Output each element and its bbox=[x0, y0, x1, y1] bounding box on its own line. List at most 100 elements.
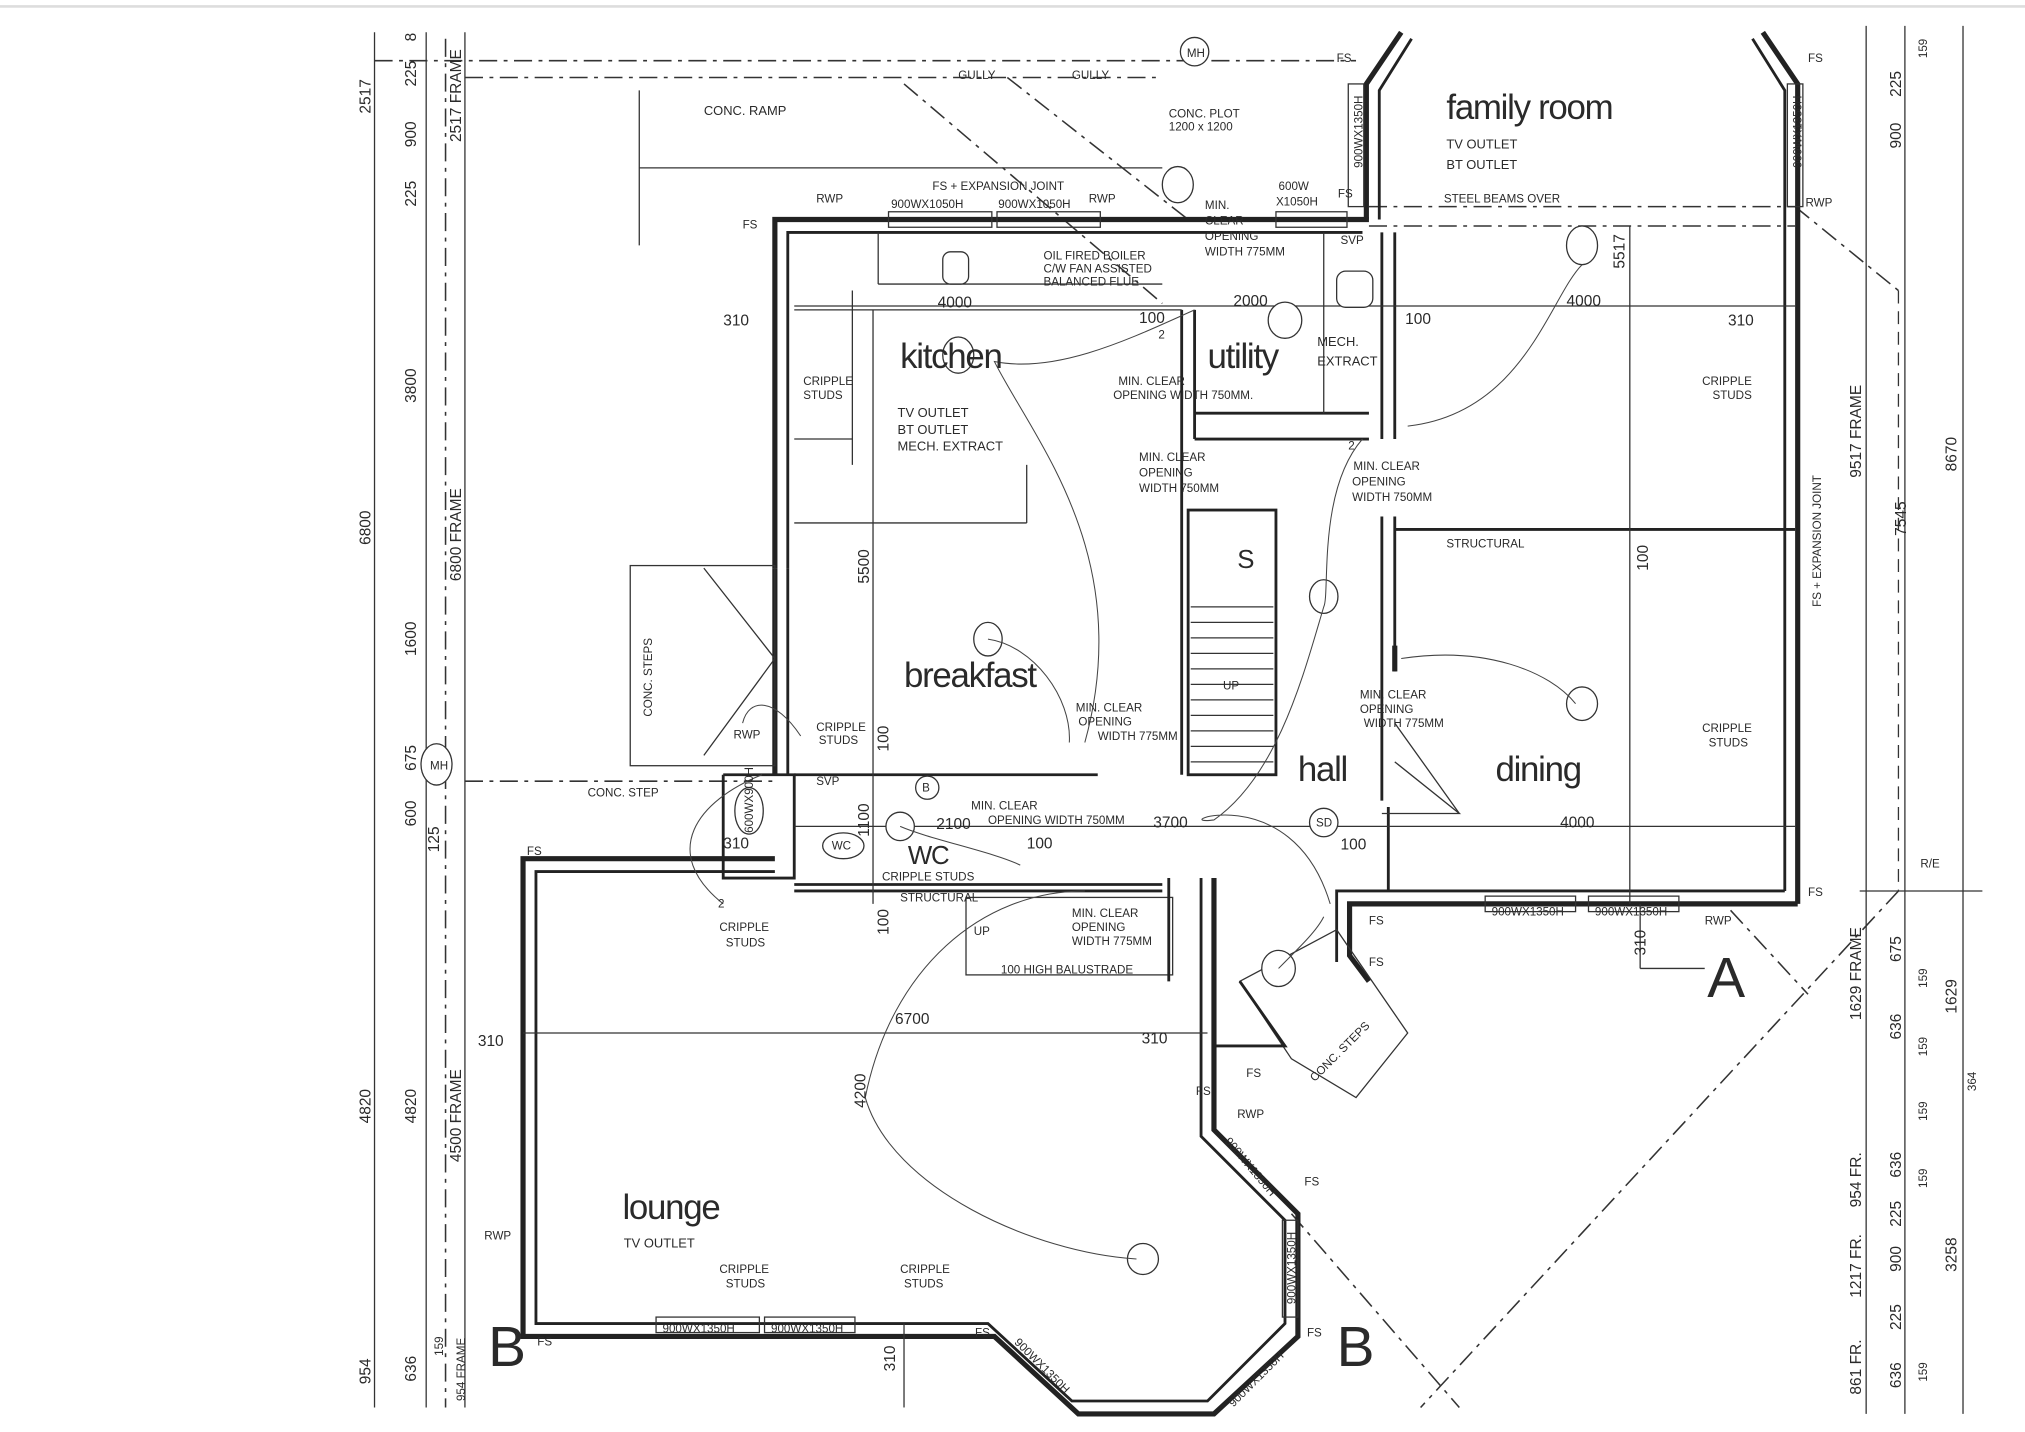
note-tv-outlet: TV OUTLET bbox=[898, 405, 969, 420]
dimension-label: 225 bbox=[1888, 1304, 1905, 1330]
plan-dimensions: 4000 2000 100 100 4000 310 310 5517 100 … bbox=[478, 234, 1754, 1371]
note-fs: FS bbox=[1304, 1175, 1319, 1188]
window-label: 600W bbox=[1279, 180, 1309, 193]
note-wc-pan: WC bbox=[832, 840, 851, 853]
dimension-label: 4000 bbox=[938, 294, 972, 311]
light-icon bbox=[1565, 686, 1599, 722]
room-label-wc: WC bbox=[908, 842, 949, 870]
note-min-clear: OPENING bbox=[1139, 466, 1193, 479]
dimension-label: 900 bbox=[1888, 1246, 1905, 1272]
note-min-clear: MIN. CLEAR bbox=[1139, 451, 1205, 464]
room-label-breakfast: breakfast bbox=[904, 656, 1037, 695]
note-fs: FS bbox=[537, 1335, 552, 1348]
switch-count: 2 bbox=[1348, 439, 1354, 452]
dimension-label: 100 bbox=[876, 909, 893, 935]
dimension-label: 636 bbox=[1888, 1152, 1905, 1178]
note-bt-outlet: BT OUTLET bbox=[898, 422, 969, 437]
window-label: X1050H bbox=[1276, 195, 1318, 208]
note-rwp: RWP bbox=[484, 1230, 511, 1243]
note-cripple-studs: STUDS bbox=[819, 734, 859, 747]
note-fs: FS bbox=[1246, 1067, 1261, 1080]
room-label-utility: utility bbox=[1208, 337, 1280, 376]
note-min-clear: CLEAR bbox=[1205, 215, 1244, 228]
section-marker-b: B bbox=[488, 1316, 526, 1379]
dimension-label: 2517 bbox=[358, 79, 375, 113]
sink-icon bbox=[1336, 270, 1374, 308]
note-svp: SVP bbox=[816, 775, 839, 788]
note-min-clear: OPENING bbox=[1072, 921, 1126, 934]
dimension-label: 225 bbox=[1888, 1201, 1905, 1227]
window-label: 900WX1050H bbox=[891, 198, 963, 211]
section-marker-a: A bbox=[1707, 947, 1745, 1010]
note-structural: STRUCTURAL bbox=[1446, 537, 1525, 550]
dimension-label: 675 bbox=[403, 745, 420, 771]
note-svp: SVP bbox=[1341, 234, 1364, 247]
note-conc-plot: CONC. PLOT bbox=[1169, 108, 1240, 121]
dimension-label: 310 bbox=[882, 1345, 899, 1371]
note-min-clear: MIN. CLEAR bbox=[1072, 907, 1138, 920]
note-min-clear: OPENING bbox=[1205, 230, 1259, 243]
note-re: R/E bbox=[1920, 858, 1940, 871]
dimension-label: 6800 FRAME bbox=[448, 488, 465, 581]
dimension-label: 100 bbox=[1405, 311, 1431, 328]
dimension-label: 225 bbox=[403, 61, 420, 87]
note-fs: FS bbox=[975, 1326, 990, 1339]
dimension-label: 159 bbox=[1917, 1101, 1930, 1120]
dimension-label: 4500 FRAME bbox=[448, 1069, 465, 1162]
dimension-label: 1629 bbox=[1944, 979, 1961, 1013]
note-gully: GULLY bbox=[1072, 69, 1109, 82]
note-cripple-studs: CRIPPLE bbox=[1702, 375, 1752, 388]
room-label-lounge: lounge bbox=[622, 1188, 719, 1227]
dimension-label: 2100 bbox=[936, 816, 970, 833]
note-min-clear: WIDTH 775MM bbox=[1364, 717, 1444, 730]
dimension-label: 159 bbox=[1917, 968, 1930, 987]
manhole-icon bbox=[1179, 36, 1210, 67]
dimension-label: 310 bbox=[478, 1033, 504, 1050]
manhole-icon bbox=[420, 743, 453, 786]
note-min-clear: MIN. CLEAR bbox=[1353, 460, 1419, 473]
note-cripple-studs: CRIPPLE bbox=[719, 921, 769, 934]
note-rwp: RWP bbox=[734, 729, 761, 742]
note-conc-plot-size: 1200 x 1200 bbox=[1169, 120, 1233, 133]
dimension-label: 8670 bbox=[1944, 437, 1961, 471]
light-icon bbox=[1267, 301, 1303, 339]
note-extract: EXTRACT bbox=[1317, 353, 1377, 368]
room-label-family-room: family room bbox=[1446, 88, 1612, 127]
note-mech-extract: MECH. EXTRACT bbox=[898, 439, 1004, 454]
dimension-label: 8 bbox=[403, 33, 420, 42]
dimension-label: 4820 bbox=[403, 1089, 420, 1123]
boiler-symbol-icon bbox=[914, 775, 940, 800]
dimension-label: 1629 FRAME bbox=[1848, 927, 1865, 1020]
note-gully: GULLY bbox=[958, 69, 995, 82]
note-mh: MH bbox=[430, 760, 448, 773]
boundary-lines bbox=[373, 25, 1983, 1414]
note-min-clear: OPENING WIDTH 750MM. bbox=[1113, 389, 1253, 402]
note-fs: FS bbox=[1196, 1085, 1211, 1098]
room-label-kitchen: kitchen bbox=[900, 337, 1001, 376]
note-fs: FS bbox=[1307, 1326, 1322, 1339]
dimension-label: 4000 bbox=[1560, 815, 1594, 832]
dimension-label: 954 bbox=[358, 1358, 375, 1384]
note-cripple-studs: STUDS bbox=[726, 1277, 766, 1290]
window-label: 900WX1350H bbox=[1352, 96, 1365, 168]
light-icon bbox=[734, 787, 764, 835]
dimension-label: 159 bbox=[1917, 1169, 1930, 1188]
note-mh: MH bbox=[1187, 47, 1205, 60]
dimension-label: 2000 bbox=[1233, 293, 1267, 310]
dimension-label: 5500 bbox=[856, 549, 873, 583]
dimension-label: 310 bbox=[723, 312, 749, 329]
note-rwp: RWP bbox=[1237, 1108, 1264, 1121]
note-up: UP bbox=[1223, 680, 1239, 693]
light-icon bbox=[1126, 1242, 1160, 1276]
window-label: 900WX1350H bbox=[1492, 905, 1564, 918]
dimension-label: 100 bbox=[1027, 835, 1053, 852]
note-min-clear: WIDTH 775MM bbox=[1205, 246, 1285, 259]
switch-wiring bbox=[689, 264, 1583, 1260]
window-label: 900WX1350H bbox=[1595, 905, 1667, 918]
dimension-label: 7545 bbox=[1893, 501, 1910, 535]
room-label-hall: hall bbox=[1298, 750, 1347, 789]
note-min-clear: MIN. CLEAR bbox=[1118, 375, 1184, 388]
note-min-clear: WIDTH 750MM bbox=[1139, 482, 1219, 495]
note-fs: FS bbox=[743, 219, 758, 232]
dimension-label: 1100 bbox=[856, 803, 873, 836]
